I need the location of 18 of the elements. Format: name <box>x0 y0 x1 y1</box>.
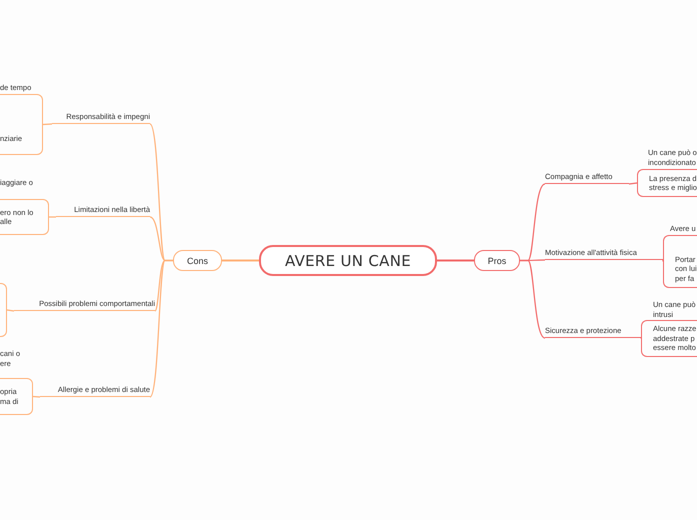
connector-line <box>6 309 14 312</box>
note-box <box>641 320 697 357</box>
note-box <box>0 94 43 155</box>
connector-line <box>42 123 52 126</box>
connector-line <box>628 182 638 185</box>
central-topic: AVERE UN CANE <box>259 245 437 276</box>
topic-box: Cons <box>173 250 222 271</box>
note-box <box>663 235 697 288</box>
connector-line <box>437 260 474 262</box>
note-box <box>637 169 697 197</box>
connector-line <box>32 396 40 398</box>
topic-box: Pros <box>474 250 520 271</box>
note-box <box>0 283 7 337</box>
connector-line <box>222 260 259 262</box>
note-box <box>0 378 33 415</box>
connector-line <box>520 260 546 339</box>
connector-line <box>150 260 173 398</box>
note-box <box>0 199 49 235</box>
